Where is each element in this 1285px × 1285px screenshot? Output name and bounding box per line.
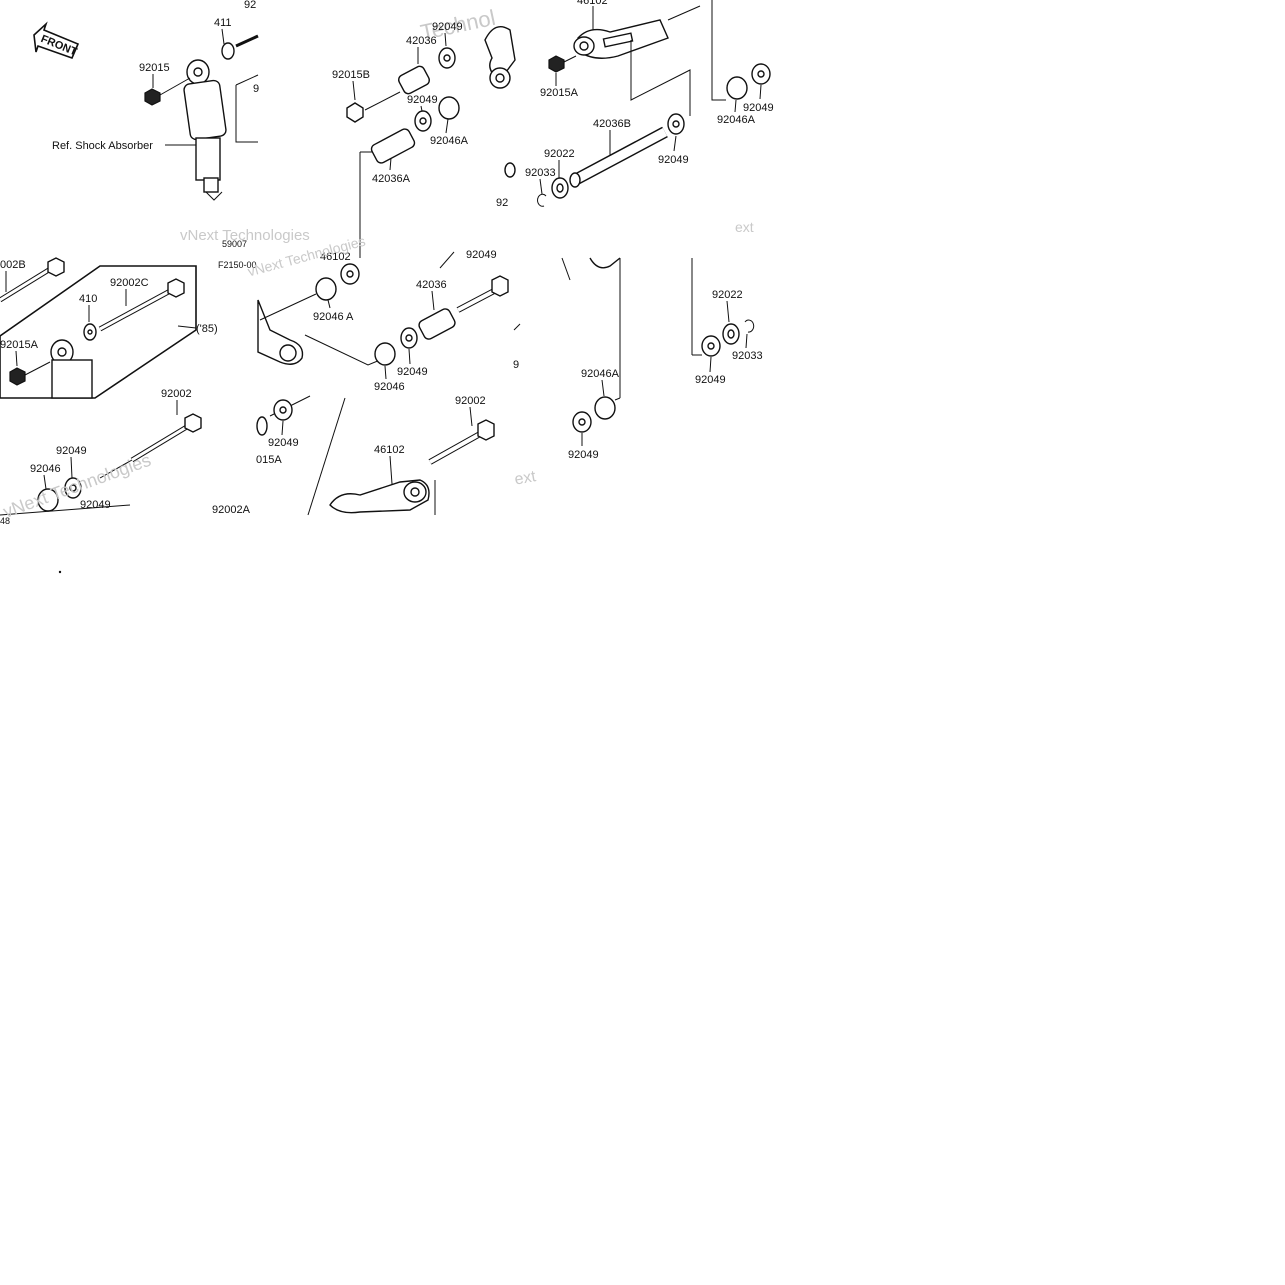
label-92049-top: 92049 xyxy=(432,21,463,33)
cut-label-4: 002B xyxy=(0,259,26,271)
label-92022-b: 92022 xyxy=(712,289,743,301)
tile-linkage-rod: 46102 92015A 42036B 92022 92033 92049 92… xyxy=(525,0,774,235)
label-411: 411 xyxy=(214,17,232,29)
label-46102-b: 46102 xyxy=(374,444,405,456)
bushing-92046-b-icon xyxy=(374,342,396,366)
label-92046-b2: 92046 xyxy=(374,381,405,393)
tile-shock-absorber: FRONT 411 92015 Ref. Shock Absorber 92 9… xyxy=(33,0,310,270)
label-92046A-b: 92046 A xyxy=(313,311,354,323)
frame-85-outline xyxy=(0,265,197,399)
label-92015A-top: 92015A xyxy=(540,87,579,99)
label-92015A-bottom: 92015A xyxy=(0,339,39,351)
bolt-head-92002B-icon xyxy=(47,257,65,277)
label-92049-b5: 92049 xyxy=(695,374,726,386)
bushing-42036A-icon xyxy=(370,128,416,164)
tile-linkage-lower: 46102 92049 92046 A 42036 92049 xyxy=(246,233,538,516)
bushing-92046A-r-icon xyxy=(726,76,748,100)
shock-absorber-icon xyxy=(183,59,227,201)
cut-label-7: 92049 xyxy=(466,249,497,261)
cut-label-10: 46102 xyxy=(320,251,351,263)
watermark-4: vNext Technologies xyxy=(0,450,153,522)
cut-label-2: 9 xyxy=(253,83,259,95)
year-note-label: ('85) xyxy=(196,323,218,335)
tile-linkage-upper: Technol 42036 92049 92015B 92049 92046A … xyxy=(332,5,516,258)
tile-rod-lower: 92022 92033 92049 92046A 92049 xyxy=(561,257,763,461)
label-42036A: 42036A xyxy=(372,173,411,185)
bushing-92046A-b-icon xyxy=(315,277,337,301)
label-92046A-b2: 92046A xyxy=(581,368,620,380)
bushing-42036-b-icon xyxy=(418,308,456,340)
label-92049-b2: 92049 xyxy=(80,499,111,511)
cut-label-11: 59007 xyxy=(222,239,247,249)
label-42036-b: 42036 xyxy=(416,279,447,291)
front-arrow-icon: FRONT xyxy=(33,21,80,60)
ref-shock-label: Ref. Shock Absorber xyxy=(52,140,153,152)
cut-label-1: 92 xyxy=(244,0,256,11)
label-92049-top4: 92049 xyxy=(743,102,774,114)
label-92049-b6: 92049 xyxy=(568,449,599,461)
label-92046-b1: 92046 xyxy=(30,463,61,475)
label-92049-top2: 92049 xyxy=(407,94,438,106)
tile-bolts-lower-left: 002B 92002C 410 ('85) 92015A 92002 9 xyxy=(0,257,251,526)
bushing-92046A-icon xyxy=(438,96,460,120)
label-92049-b1: 92049 xyxy=(56,445,87,457)
label-92002C: 92002C xyxy=(110,277,149,289)
nut-92015-icon xyxy=(144,88,161,106)
label-92049-b3: 92049 xyxy=(397,366,428,378)
label-92049-top3: 92049 xyxy=(658,154,689,166)
label-92015: 92015 xyxy=(139,62,170,74)
label-410: 410 xyxy=(79,293,97,305)
nut-92015A-bottom-icon xyxy=(9,367,26,386)
washer-411-icon xyxy=(221,42,235,60)
watermark-6: ext xyxy=(513,468,538,489)
bushing-42036-icon xyxy=(398,65,430,95)
label-92022-top: 92022 xyxy=(544,148,575,160)
cut-label-3: 92 xyxy=(496,197,508,209)
watermark-3: ext xyxy=(735,219,754,235)
watermark-1: vNext Technologies xyxy=(180,227,310,244)
label-42036B: 42036B xyxy=(593,118,631,130)
nut-92015A-top-icon xyxy=(548,55,565,73)
circlip-92033-icon xyxy=(537,193,547,207)
label-92033-b: 92033 xyxy=(732,350,763,362)
label-92015B: 92015B xyxy=(332,69,370,81)
cut-label-5: 9 xyxy=(513,359,519,371)
circlip-92033-b-icon xyxy=(744,319,755,333)
label-42036-top: 42036 xyxy=(406,35,437,47)
figure-code-label: F2150-00 xyxy=(218,260,257,270)
link-arm-icon xyxy=(484,26,516,81)
cut-label-8: 46102 xyxy=(577,0,608,7)
stray-dot xyxy=(58,570,62,574)
label-92002-b1: 92002 xyxy=(161,388,192,400)
label-92002-b2: 92002 xyxy=(455,395,486,407)
label-92046A-top2: 92046A xyxy=(717,114,756,126)
label-92049-b4: 92049 xyxy=(268,437,299,449)
bushing-92046A-br-icon xyxy=(594,396,616,420)
label-92002A: 92002A xyxy=(212,504,251,516)
label-92046A-top: 92046A xyxy=(430,135,469,147)
cut-label-6: 015A xyxy=(256,454,282,466)
figure-code-label-2: 48 xyxy=(0,516,10,526)
label-92033-top: 92033 xyxy=(525,167,556,179)
nut-92015B-icon xyxy=(346,102,364,123)
